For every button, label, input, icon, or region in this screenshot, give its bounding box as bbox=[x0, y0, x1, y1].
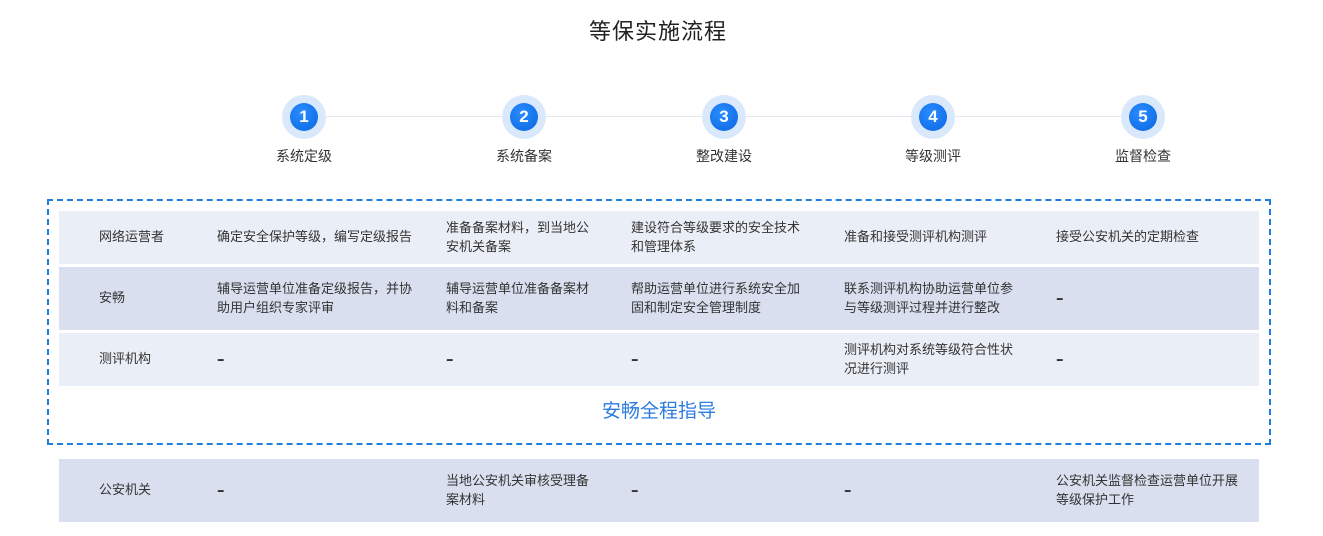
row-cell: 准备和接受测评机构测评 bbox=[844, 230, 988, 245]
row-cell: – bbox=[1056, 289, 1064, 307]
row-cell: 联系测评机构协助运营单位参与等级测评过程并进行整改 bbox=[844, 281, 1014, 316]
step-3: 3 整改建设 bbox=[664, 95, 784, 166]
guidance-text: 安畅全程指导 bbox=[601, 400, 716, 422]
table-row-police: 公安机关 – 当地公安机关审核受理备案材料 – – 公安机关监督检查运营单位开展… bbox=[59, 459, 1259, 522]
step-3-badge: 3 bbox=[702, 95, 746, 139]
row-cell: 公安机关监督检查运营单位开展等级保护工作 bbox=[1056, 473, 1239, 508]
row-cell: – bbox=[217, 350, 225, 368]
step-4-badge: 4 bbox=[911, 95, 955, 139]
table-row-assessor: 测评机构 – – – 测评机构对系统等级符合性状况进行测评 – bbox=[59, 333, 1259, 386]
step-1: 1 系统定级 bbox=[244, 95, 364, 166]
row-cell: 确定安全保护等级，编写定级报告 bbox=[217, 230, 413, 245]
guidance-frame bbox=[47, 199, 1271, 445]
step-2-label: 系统备案 bbox=[496, 149, 552, 165]
step-5-badge: 5 bbox=[1121, 95, 1165, 139]
row-cell: – bbox=[844, 481, 852, 499]
step-2-badge: 2 bbox=[502, 95, 546, 139]
row-cell: 帮助运营单位进行系统安全加固和制定安全管理制度 bbox=[631, 281, 801, 316]
step-2-number: 2 bbox=[510, 103, 538, 131]
step-4: 4 等级测评 bbox=[873, 95, 993, 166]
row-cell: 辅导运营单位准备定级报告，并协助用户组织专家评审 bbox=[217, 281, 413, 316]
row-role: 测评机构 bbox=[99, 352, 152, 367]
step-5-label: 监督检查 bbox=[1115, 149, 1171, 165]
table-row-operator: 网络运营者 确定安全保护等级，编写定级报告 准备备案材料，到当地公安机关备案 建… bbox=[59, 211, 1259, 264]
row-cell: – bbox=[217, 481, 225, 499]
table-row-anchang: 安畅 辅导运营单位准备定级报告，并协助用户组织专家评审 辅导运营单位准备备案材料… bbox=[59, 267, 1259, 330]
step-4-label: 等级测评 bbox=[905, 149, 961, 165]
step-2: 2 系统备案 bbox=[464, 95, 584, 166]
row-role: 公安机关 bbox=[99, 483, 152, 498]
row-cell: – bbox=[1056, 350, 1064, 368]
row-cell: 当地公安机关审核受理备案材料 bbox=[446, 473, 590, 508]
row-cell: – bbox=[631, 481, 639, 499]
step-3-number: 3 bbox=[710, 103, 738, 131]
step-1-label: 系统定级 bbox=[276, 149, 332, 165]
step-5-number: 5 bbox=[1129, 103, 1157, 131]
row-role: 网络运营者 bbox=[99, 230, 165, 245]
row-cell: 准备备案材料，到当地公安机关备案 bbox=[446, 220, 590, 255]
row-cell: 测评机构对系统等级符合性状况进行测评 bbox=[844, 342, 1014, 377]
step-3-label: 整改建设 bbox=[696, 149, 752, 165]
row-cell: 建设符合等级要求的安全技术和管理体系 bbox=[631, 220, 801, 255]
step-1-badge: 1 bbox=[282, 95, 326, 139]
row-cell: – bbox=[446, 350, 454, 368]
row-role: 安畅 bbox=[99, 291, 126, 306]
step-1-number: 1 bbox=[290, 103, 318, 131]
step-5: 5 监督检查 bbox=[1083, 95, 1203, 166]
step-4-number: 4 bbox=[919, 103, 947, 131]
row-cell: – bbox=[631, 350, 639, 368]
row-cell: 辅导运营单位准备备案材料和备案 bbox=[446, 281, 590, 316]
page-title: 等保实施流程 bbox=[588, 20, 727, 45]
row-cell: 接受公安机关的定期检查 bbox=[1056, 230, 1200, 245]
